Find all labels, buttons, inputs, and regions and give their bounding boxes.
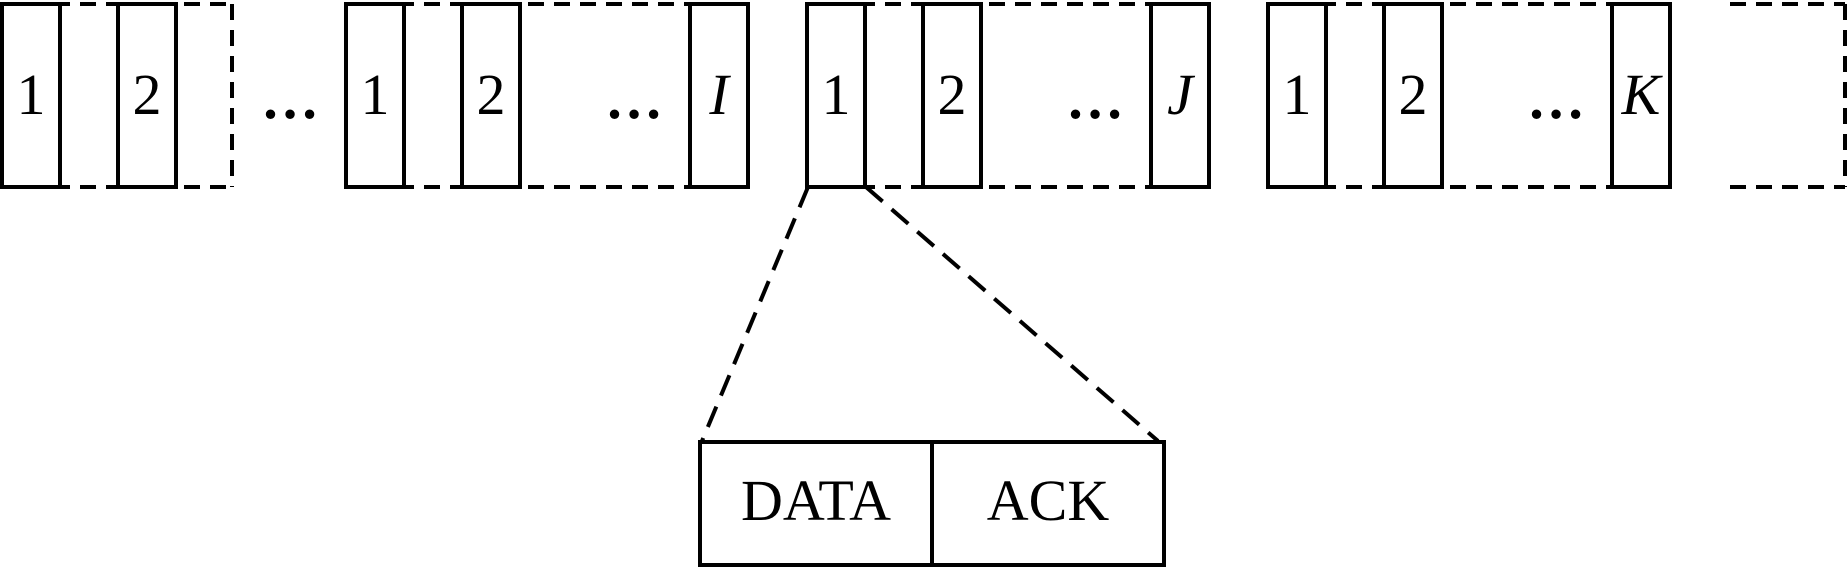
slot-label: K [1621, 62, 1664, 127]
slot-box [344, 2, 406, 189]
slot-label: I [708, 62, 731, 127]
ack-field-label: ACK [987, 468, 1110, 533]
ellipsis: … [605, 66, 663, 131]
slot-box [805, 2, 867, 189]
slot-label: 2 [1399, 62, 1428, 127]
ellipsis: … [1527, 66, 1585, 131]
slot-label: J [1167, 62, 1196, 127]
slot-box [1610, 2, 1672, 189]
detail-box: DATA ACK [698, 440, 1166, 567]
slot-box [921, 2, 983, 189]
slot-label: 1 [17, 62, 46, 127]
slot-label: 1 [361, 62, 390, 127]
slots-layer: 12N…12I…12J…12K… [0, 2, 1672, 189]
slot-box [116, 2, 178, 189]
slot-label: 2 [133, 62, 162, 127]
slot-label: 2 [477, 62, 506, 127]
slot-box [688, 2, 750, 189]
data-field-label: DATA [741, 468, 891, 533]
slot-box [0, 2, 62, 189]
slot-label: 2 [938, 62, 967, 127]
slot-box [1382, 2, 1444, 189]
ellipsis: … [1066, 66, 1124, 131]
slot-box [1149, 2, 1211, 189]
ellipsis: … [261, 66, 319, 131]
slot-box [1266, 2, 1328, 189]
ack-field-box [930, 440, 1166, 567]
zoom-line-right [864, 185, 1160, 443]
slot-label: 1 [1283, 62, 1312, 127]
slot-label: 1 [822, 62, 851, 127]
zoom-line-left [700, 186, 810, 442]
zoom-lines [700, 185, 1160, 443]
slot-box [460, 2, 522, 189]
